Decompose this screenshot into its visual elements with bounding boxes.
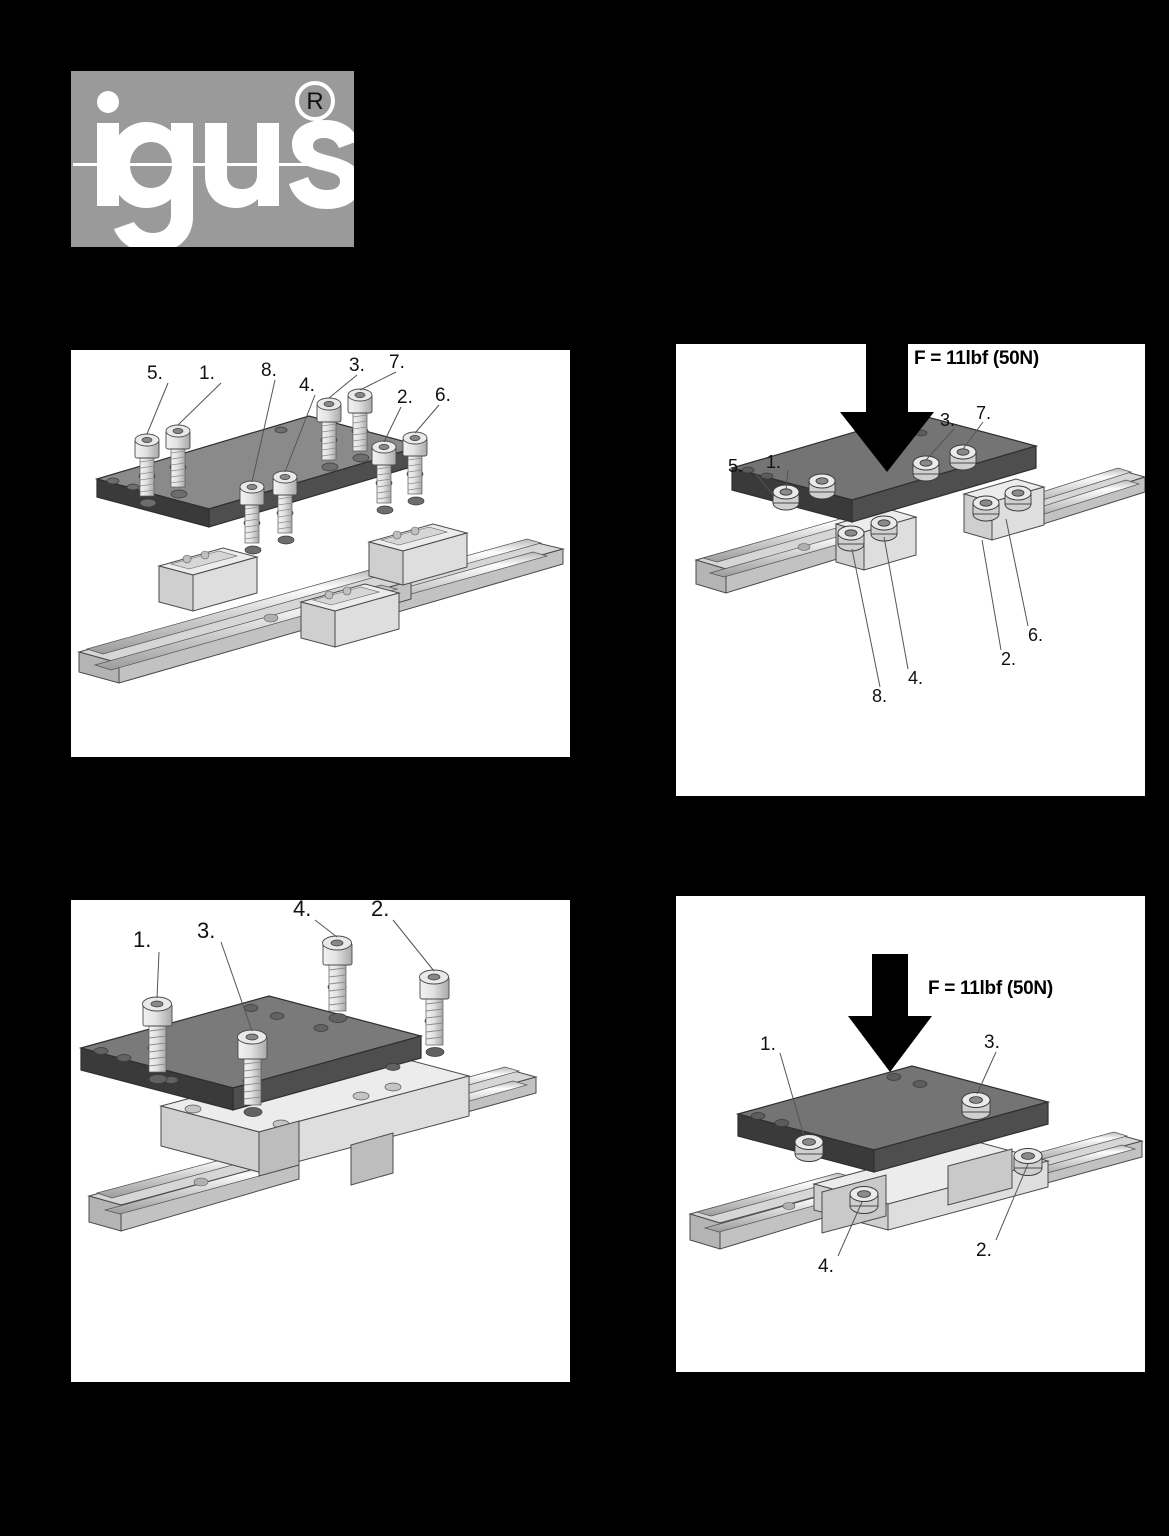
igus-wordmark: R [73, 81, 354, 247]
callout-5: 5. [728, 456, 743, 476]
callout-2: 2. [371, 900, 389, 921]
figure-panel-top-left: 5. 1. 8. 4. 3. 7. 2. 6. Install the moun… [71, 350, 570, 757]
logo-strikethrough [73, 163, 348, 166]
callout-numbers: 5. 1. 8. 4. 3. 7. 2. 6. [147, 352, 451, 408]
mounting-screw [272, 470, 298, 545]
seated-screw [870, 515, 898, 542]
callout-3: 3. [940, 410, 955, 430]
linear-rail-front [87, 1146, 301, 1232]
callout-2: 2. [976, 1240, 992, 1261]
callout-1: 1. [760, 1034, 776, 1055]
carriage-block [299, 583, 401, 648]
figure-panel-bottom-left: 1. 3. 4. 2. Install the mounting screws … [71, 900, 570, 1382]
carriage-block [367, 523, 469, 586]
force-label: F = 11lbf (50N) [914, 348, 1039, 369]
letter-g-descender [114, 191, 193, 247]
callout-7: 7. [976, 403, 991, 423]
figure-panel-top-right: 5. 1. 3. 7. 6. 2. 4. 8. F = 11lbf (50N) … [676, 344, 1145, 796]
seated-screw [972, 495, 1000, 522]
seated-screw [849, 1186, 879, 1214]
installed-assembly-4-screw-force-diagram: 1. 3. 2. 4. [688, 954, 1144, 1277]
mounting-screw [134, 433, 160, 508]
mounting-screw [142, 996, 173, 1084]
igus-logo: R [71, 71, 354, 247]
mounting-screw [237, 1029, 268, 1117]
seated-screw [794, 1134, 824, 1162]
svg-text:R: R [306, 88, 323, 115]
exploded-assembly-4-screw-diagram: 1. 3. 4. 2. [78, 900, 538, 1232]
letter-i-dot [97, 91, 119, 113]
callout-6: 6. [435, 385, 451, 406]
callout-8: 8. [872, 686, 887, 706]
callout-3: 3. [197, 918, 215, 943]
force-arrow-icon [840, 344, 934, 472]
force-arrow-icon [848, 954, 932, 1072]
callout-4: 4. [908, 668, 923, 688]
seated-screw [1013, 1148, 1043, 1176]
callout-leader-lines [156, 919, 435, 1032]
seated-screw [837, 525, 865, 552]
seated-screw [961, 1092, 991, 1120]
seated-screw [949, 444, 977, 471]
callout-1: 1. [133, 927, 151, 952]
callout-6: 6. [1028, 625, 1043, 645]
letter-g-bowl [109, 122, 193, 208]
callout-leader-lines [755, 421, 1029, 688]
carriage-block [157, 547, 259, 612]
mounting-screw [239, 480, 265, 555]
callout-7: 7. [389, 352, 405, 373]
callout-4: 4. [293, 900, 311, 921]
mounting-screw [347, 388, 373, 463]
seated-screw [808, 473, 836, 500]
seated-screw [1004, 485, 1032, 512]
letter-u [205, 123, 279, 208]
force-label: F = 11lbf (50N) [928, 978, 1053, 999]
callout-4: 4. [818, 1256, 834, 1277]
registered-trademark-icon: R [295, 81, 335, 121]
installed-assembly-8-screw-force-diagram: 5. 1. 3. 7. 6. 2. 4. 8. [694, 344, 1145, 706]
callout-leader-lines [146, 371, 440, 483]
callout-leader-lines [779, 1051, 1029, 1257]
mounting-screw [165, 424, 191, 499]
mounting-screw [371, 440, 397, 515]
mounting-screw [402, 431, 428, 506]
callout-4: 4. [299, 375, 315, 396]
exploded-assembly-8-screw-diagram: 5. 1. 8. 4. 3. 7. 2. 6. [77, 352, 565, 684]
mounting-screw [419, 969, 450, 1057]
figure-panel-bottom-right: 1. 3. 2. 4. F = 11lbf (50N) A thrust for… [676, 896, 1145, 1372]
callout-1: 1. [766, 452, 781, 472]
callout-numbers: 1. 3. 2. 4. [760, 1032, 1000, 1277]
mounting-screw [322, 935, 353, 1023]
callout-2: 2. [397, 387, 413, 408]
callout-numbers: 1. 3. 4. 2. [133, 900, 389, 952]
callout-3: 3. [349, 355, 365, 376]
callout-8: 8. [261, 360, 277, 381]
callout-1: 1. [199, 363, 215, 384]
callout-5: 5. [147, 363, 163, 384]
seated-screw [772, 484, 800, 511]
callout-numbers: 5. 1. 3. 7. 6. 2. 4. 8. [728, 403, 1043, 706]
mounting-screw [316, 397, 342, 472]
callout-3: 3. [984, 1032, 1000, 1053]
callout-2: 2. [1001, 649, 1016, 669]
